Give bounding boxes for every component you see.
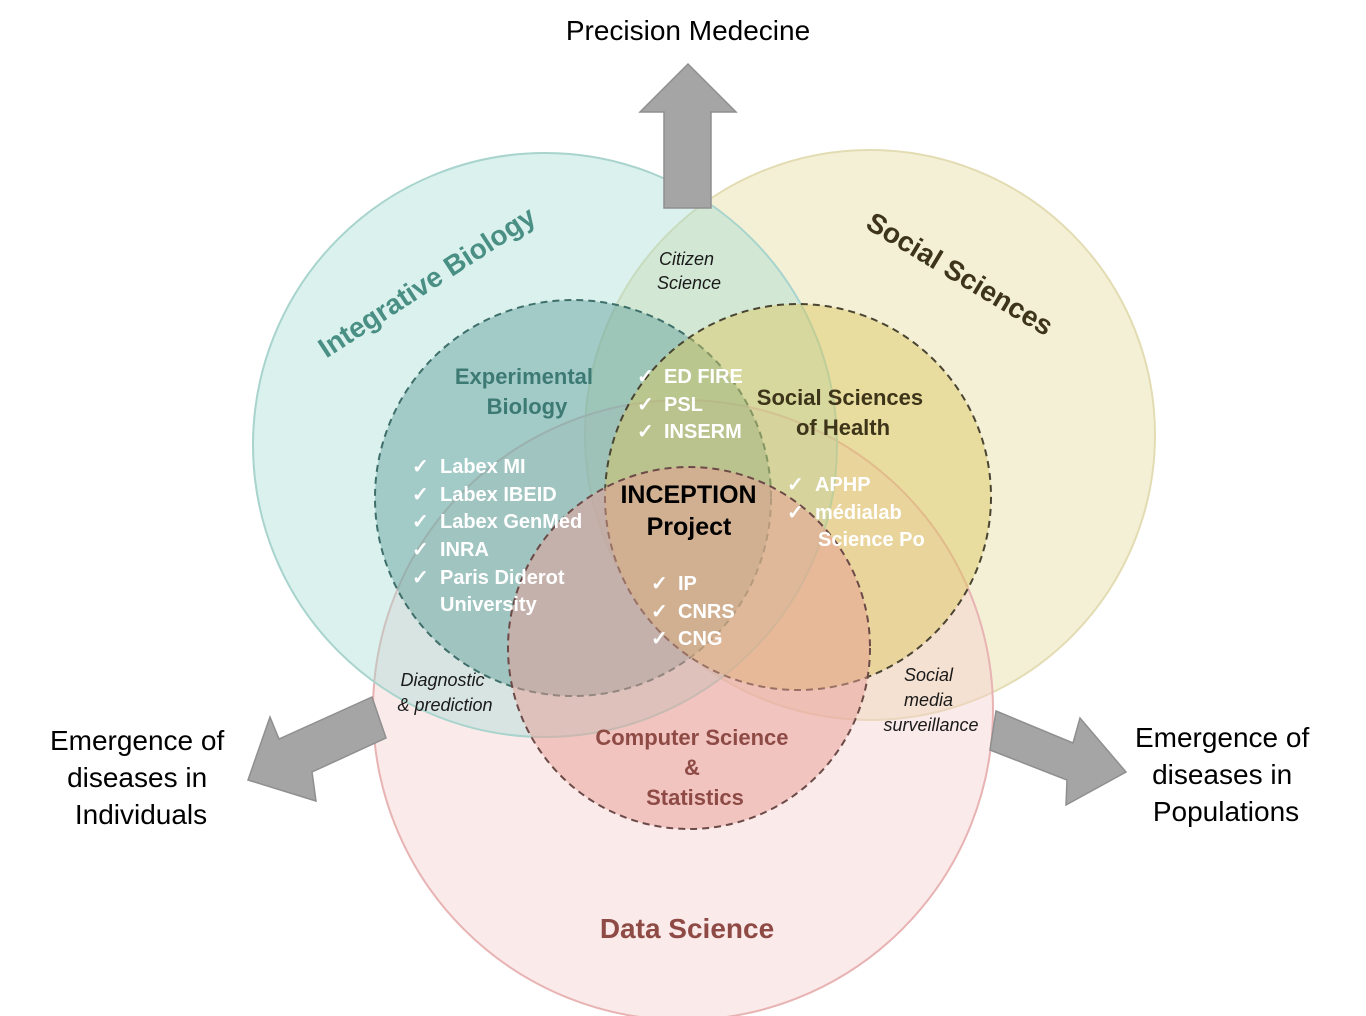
populations-label: Emergence of diseases in Populations [1135, 722, 1317, 827]
check-icon: ✓ [651, 601, 668, 623]
social-media-surveillance-label: Social media surveillance [883, 665, 978, 735]
check-icon: ✓ [651, 628, 668, 650]
inner-circles [374, 299, 992, 830]
list-item: Labex GenMed [440, 511, 582, 533]
individuals-label: Emergence of diseases in Individuals [50, 725, 232, 830]
check-icon: ✓ [412, 484, 429, 506]
left-arrow [247, 695, 387, 803]
list-item: médialab [815, 502, 902, 524]
computer-science-circle [507, 466, 871, 830]
check-icon: ✓ [412, 567, 429, 589]
social-sciences-health-title: Social Sciences of Health [757, 385, 929, 440]
list-item: CNG [678, 628, 722, 650]
check-icon: ✓ [412, 539, 429, 561]
check-icon: ✓ [637, 366, 654, 388]
right-arrow [989, 709, 1128, 807]
check-icon: ✓ [412, 511, 429, 533]
list-item: IP [678, 573, 697, 595]
diagnostic-prediction-label: Diagnostic & prediction [397, 670, 492, 715]
top-center-partner-list: ✓ ED FIRE ✓ PSL ✓ INSERM [637, 366, 743, 443]
list-item: Paris Diderot [440, 567, 565, 589]
list-item: CNRS [678, 601, 735, 623]
list-item: Labex MI [440, 456, 526, 478]
list-item: ED FIRE [664, 366, 743, 388]
list-item: APHP [815, 474, 871, 496]
check-icon: ✓ [412, 456, 429, 478]
computer-science-title: Computer Science & Statistics [595, 725, 794, 810]
list-item: INRA [440, 539, 489, 561]
precision-medicine-label: Precision Medecine [566, 15, 810, 46]
list-item: INSERM [664, 421, 742, 443]
list-item: University [440, 594, 538, 616]
list-item: Labex IBEID [440, 484, 557, 506]
check-icon: ✓ [787, 502, 804, 524]
inception-project-title: INCEPTION Project [620, 481, 763, 541]
check-icon: ✓ [637, 421, 654, 443]
up-arrow [638, 62, 738, 209]
list-item: Science Po [818, 529, 925, 551]
data-science-label: Data Science [600, 913, 774, 944]
arrows [247, 62, 1128, 807]
check-icon: ✓ [787, 474, 804, 496]
check-icon: ✓ [651, 573, 668, 595]
center-partner-list: ✓ IP ✓ CNRS ✓ CNG [651, 573, 735, 650]
biology-partner-list: ✓ Labex MI ✓ Labex IBEID ✓ Labex GenMed … [412, 456, 582, 616]
experimental-biology-title: Experimental Biology [455, 364, 599, 419]
social-partner-list: ✓ APHP ✓ médialab Science Po [787, 474, 925, 551]
citizen-science-label: Citizen Science [657, 249, 721, 293]
list-item: PSL [664, 394, 703, 416]
check-icon: ✓ [637, 394, 654, 416]
